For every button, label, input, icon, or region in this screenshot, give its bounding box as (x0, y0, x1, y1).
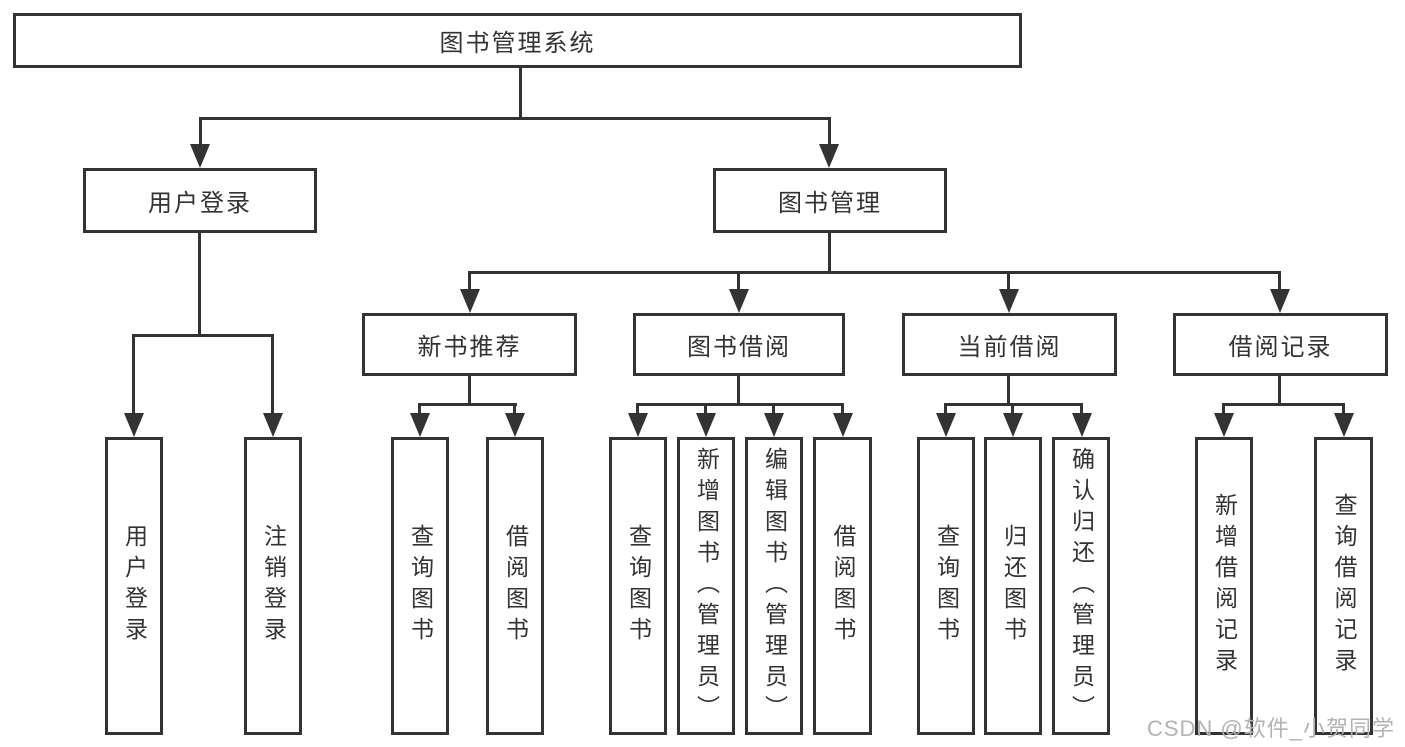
arrow-down-icon (936, 413, 956, 437)
leaf-return-book: 归还图书 (984, 437, 1042, 735)
connector-line (418, 403, 421, 417)
arrow-down-icon (1334, 413, 1354, 437)
arrow-down-icon (190, 144, 210, 168)
connector-line (1007, 271, 1010, 295)
arrow-down-icon (999, 289, 1019, 313)
node-label: 用户登录 (121, 524, 148, 648)
arrow-down-icon (819, 144, 839, 168)
connector-line (1222, 403, 1225, 417)
arrow-down-icon (1270, 289, 1290, 313)
node-label: 图书管理系统 (439, 30, 596, 57)
leaf-query-borrow-record: 查询借阅记录 (1314, 437, 1373, 735)
connector-line (132, 334, 274, 337)
arrow-down-icon (460, 289, 480, 313)
arrow-down-icon (263, 413, 283, 437)
connector-line (468, 271, 1281, 274)
connector-line (944, 403, 947, 417)
arrow-down-icon (833, 413, 853, 437)
node-label: 新增借阅记录 (1211, 493, 1238, 679)
node-label: 新增图书（管理员） (693, 446, 720, 726)
node-label: 用户登录 (148, 190, 252, 217)
leaf-query-book-recommend: 查询图书 (391, 437, 449, 735)
leaf-borrow-book-recommend: 借阅图书 (486, 437, 544, 735)
connector-line (1278, 271, 1281, 295)
node-label: 图书管理 (778, 190, 882, 217)
node-label: 当前借阅 (957, 334, 1062, 361)
connector-line (418, 403, 517, 406)
node-label: 查询图书 (625, 524, 652, 648)
arrow-down-icon (410, 413, 430, 437)
leaf-user-login: 用户登录 (105, 437, 163, 735)
node-root-system: 图书管理系统 (13, 13, 1022, 68)
connector-line (199, 117, 202, 149)
node-label: 图书借阅 (687, 334, 791, 361)
leaf-query-book-current: 查询图书 (917, 437, 975, 735)
connector-line (468, 271, 471, 295)
node-label: 注销登录 (260, 524, 287, 648)
node-label: 归还图书 (1000, 524, 1027, 648)
csdn-watermark: CSDN @软件_小贺同学 (1146, 716, 1395, 741)
leaf-query-book-borrow: 查询图书 (609, 437, 667, 735)
node-user-login: 用户登录 (83, 168, 317, 233)
node-label: 借阅记录 (1228, 334, 1333, 361)
node-label: 借阅图书 (830, 524, 856, 648)
connector-line (1278, 376, 1281, 405)
node-label: 编辑图书（管理员） (761, 446, 788, 726)
connector-line (519, 68, 522, 118)
connector-line (199, 117, 831, 120)
node-new-book-recommend: 新书推荐 (362, 313, 577, 376)
node-label: 查询图书 (407, 524, 434, 648)
node-borrow-record: 借阅记录 (1173, 313, 1388, 376)
connector-line (828, 117, 831, 149)
connector-line (737, 376, 740, 405)
node-label: 确认归还（管理员） (1068, 446, 1095, 726)
leaf-confirm-return-admin: 确认归还（管理员） (1052, 437, 1110, 735)
arrow-down-icon (1072, 413, 1092, 437)
node-book-borrow: 图书借阅 (633, 313, 845, 376)
connector-line (1222, 403, 1345, 406)
connector-line (1342, 403, 1345, 417)
arrow-down-icon (505, 413, 525, 437)
leaf-logout: 注销登录 (244, 437, 302, 735)
node-current-borrow: 当前借阅 (902, 313, 1117, 376)
leaf-edit-book-admin: 编辑图书（管理员） (745, 437, 803, 735)
leaf-add-borrow-record: 新增借阅记录 (1195, 437, 1253, 735)
arrow-down-icon (1003, 413, 1023, 437)
arrow-down-icon (764, 413, 784, 437)
node-label: 查询借阅记录 (1331, 493, 1357, 679)
connector-line (828, 233, 831, 274)
arrow-down-icon (1214, 413, 1234, 437)
leaf-add-book-admin: 新增图书（管理员） (677, 437, 735, 735)
connector-line (468, 376, 471, 405)
node-label: 新书推荐 (417, 334, 522, 361)
connector-line (132, 334, 135, 416)
connector-line (1007, 376, 1010, 405)
connector-line (198, 233, 201, 336)
arrow-down-icon (729, 289, 749, 313)
node-book-manage: 图书管理 (713, 168, 947, 233)
connector-line (737, 271, 740, 295)
arrow-down-icon (124, 413, 144, 437)
connector-line (513, 403, 516, 417)
connector-line (841, 403, 844, 417)
arrow-down-icon (696, 413, 716, 437)
connector-line (271, 334, 274, 416)
connector-line (636, 403, 844, 406)
arrow-down-icon (628, 413, 648, 437)
node-label: 借阅图书 (502, 524, 529, 648)
connector-line (1011, 403, 1014, 417)
connector-line (636, 403, 639, 417)
connector-line (704, 403, 707, 417)
connector-line (1080, 403, 1083, 417)
connector-line (772, 403, 775, 417)
node-label: 查询图书 (933, 524, 960, 648)
leaf-borrow-book: 借阅图书 (813, 437, 872, 735)
